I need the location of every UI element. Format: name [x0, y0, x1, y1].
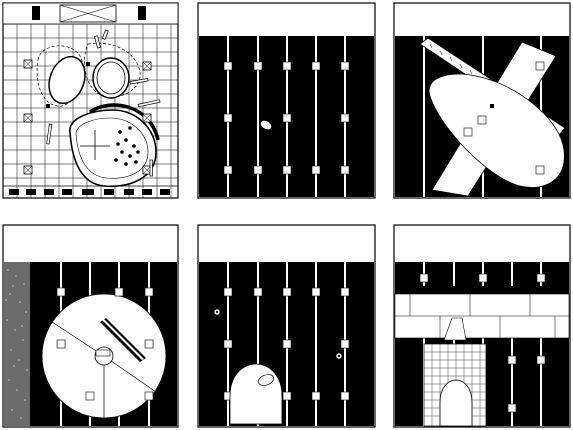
- panel-4-radial-line-c: [103, 355, 157, 393]
- panel-6: [393, 224, 571, 428]
- panel-4-nodes: [56, 287, 154, 401]
- panel-4-center-plate: [95, 349, 111, 357]
- panel-1-crescent-arc: [88, 103, 160, 141]
- panel-6-band-dark-cap: [395, 286, 569, 294]
- panel-1-oval-left: [48, 55, 86, 105]
- panel-1-dashed-outline-right: [84, 42, 141, 98]
- panel-5-header-strip: [199, 226, 374, 262]
- panel-1-small-dark-mark: [86, 62, 90, 66]
- panel-1-marker-crosses: [23, 59, 152, 175]
- panel-1-bottom-blocks: [9, 189, 170, 195]
- panel-4-speckled-strip: [4, 262, 30, 426]
- panel-5-arch-object: [257, 374, 275, 386]
- panel-4: [2, 224, 179, 428]
- panel-1-top-block-left: [32, 6, 40, 20]
- panel-3: [393, 2, 571, 199]
- panel-4-diagonal-bar-light: [102, 319, 144, 360]
- panel-6-nodes: [419, 273, 546, 413]
- panel-1-small-dark-mark: [46, 104, 50, 108]
- panel-4-header-strip: [4, 226, 177, 262]
- panel-1-dot-cluster: [114, 126, 140, 166]
- panel-4-radial-line-a: [51, 321, 105, 357]
- panel-5-arch: [229, 363, 283, 425]
- panel-5: [197, 224, 376, 428]
- panel-5-small-dot-left-core: [215, 310, 219, 314]
- panel-1-top-block-right: [138, 6, 146, 20]
- panel-2: [197, 2, 376, 199]
- panel-6-arch: [439, 379, 473, 427]
- panel-4-speckles: [5, 269, 28, 419]
- panel-1: [2, 2, 179, 199]
- panel-1-lower-shape: [69, 109, 157, 188]
- panel-2-pillar-nodes: [223, 61, 350, 175]
- panel-6-band-ticks: [409, 294, 556, 338]
- panel-5-pillar-nodes: [223, 287, 350, 401]
- panel-1-cross-b: [59, 4, 117, 23]
- panel-1-scattered-bars: [46, 29, 161, 177]
- panel-6-header-strip: [395, 226, 569, 262]
- panel-6-connector: [443, 317, 467, 341]
- panel-3-big-oval: [428, 73, 565, 188]
- panel-3-small-dark-mark: [490, 104, 494, 108]
- panel-2-small-object: [260, 120, 272, 130]
- panel-3-nodes: [463, 61, 545, 175]
- panel-5-small-dot-right-core: [337, 354, 341, 358]
- panel-1-ring-inner: [96, 61, 126, 95]
